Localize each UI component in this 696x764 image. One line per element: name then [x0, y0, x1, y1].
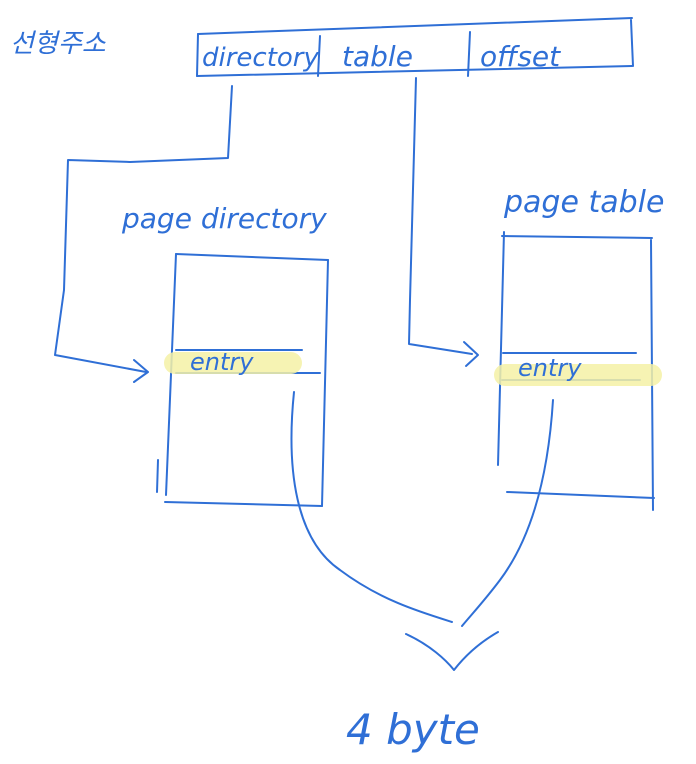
field-table-label: table [342, 40, 413, 73]
page-table-title: page table [503, 185, 664, 220]
directory-entry-size-curve [290, 391, 453, 623]
directory-pointer-line [54, 85, 233, 373]
table-entry-highlight [494, 364, 662, 386]
linear-address-label: 선형주소 [10, 29, 107, 59]
page-directory-title: page directory [121, 202, 327, 235]
directory-entry-highlight [164, 352, 302, 374]
table-pointer-arrowhead [463, 341, 479, 367]
size-brace [405, 631, 499, 671]
table-entry-label: entry [518, 354, 582, 382]
page-directory-box [156, 253, 329, 507]
field-offset-label: offset [480, 40, 561, 73]
directory-entry-label: entry [190, 348, 254, 376]
entry-size-label: 4 byte [346, 705, 480, 754]
directory-pointer-arrowhead [133, 359, 149, 383]
table-pointer-line [408, 77, 473, 355]
linear-address-box [196, 17, 634, 77]
field-directory-label: directory [202, 43, 319, 73]
table-entry-size-curve [461, 399, 554, 627]
